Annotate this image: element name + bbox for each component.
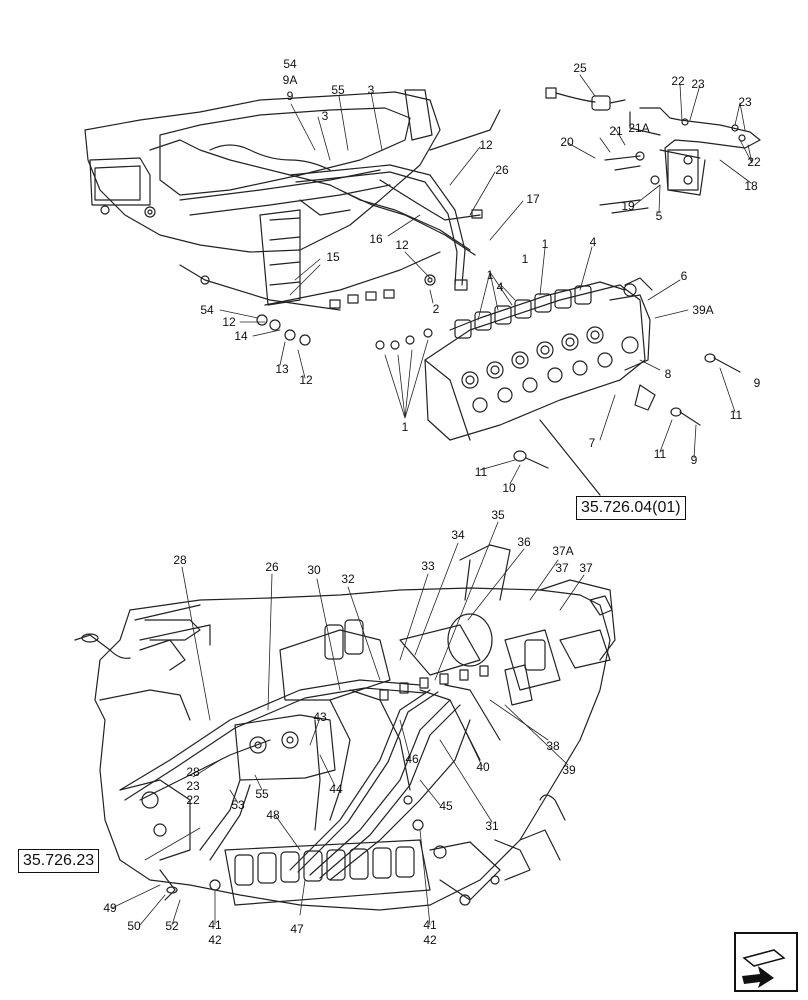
- callout-label: 11: [474, 465, 488, 479]
- callout-label: 7: [588, 436, 596, 450]
- callout-label: 9: [690, 453, 698, 467]
- next-page-button[interactable]: [734, 932, 798, 992]
- bottom-spool-bank: [159, 795, 431, 906]
- callout-label: 2: [432, 302, 440, 316]
- bolts-washers-right: [513, 353, 741, 469]
- callout-label: 23: [738, 95, 752, 109]
- callout-label: 9A: [282, 73, 298, 87]
- callout-label: 41: [208, 918, 222, 932]
- callout-label: 22: [186, 793, 200, 807]
- callout-label: 40: [476, 760, 490, 774]
- callout-label: 35: [491, 508, 505, 522]
- callout-label: 11: [729, 408, 743, 422]
- callout-label: 42: [423, 933, 437, 947]
- callout-label: 26: [265, 560, 279, 574]
- callout-label: 1: [486, 268, 494, 282]
- callout-label: 10: [502, 481, 516, 495]
- callout-label: 46: [405, 752, 419, 766]
- callout-label: 54: [200, 303, 214, 317]
- callout-label: 47: [290, 922, 304, 936]
- callout-label: 19: [621, 199, 635, 213]
- callout-label: 39: [562, 763, 576, 777]
- callout-label: 12: [299, 373, 313, 387]
- callout-label: 28: [186, 765, 200, 779]
- callout-label: 55: [255, 787, 269, 801]
- callout-label: 28: [173, 553, 187, 567]
- callout-label: 23: [186, 779, 200, 793]
- callout-label: 31: [485, 819, 499, 833]
- callout-label: 53: [231, 798, 245, 812]
- callout-label: 9: [753, 376, 761, 390]
- callout-label: 54: [283, 57, 297, 71]
- callout-label: 8: [664, 367, 672, 381]
- lower-valve-manifold: [234, 613, 561, 781]
- upper-frame-assembly: [84, 89, 441, 311]
- callout-label: 34: [451, 528, 465, 542]
- callout-label: 5: [655, 209, 663, 223]
- callout-label: 25: [573, 61, 587, 75]
- callout-label: 21: [609, 124, 623, 138]
- callout-label: 37: [579, 561, 593, 575]
- callout-label: 38: [546, 739, 560, 753]
- callout-label: 23: [691, 77, 705, 91]
- callout-label: 11: [653, 447, 667, 461]
- callout-label: 37A: [552, 544, 574, 558]
- reference-box-top[interactable]: 35.726.04(01): [576, 496, 686, 520]
- callout-label: 55: [331, 83, 345, 97]
- callout-label: 39A: [692, 303, 714, 317]
- callout-label: 20: [560, 135, 574, 149]
- leader-lines-bottom: [111, 521, 585, 926]
- fitting-row-mid: [256, 289, 433, 350]
- mounting-bracket: [599, 107, 761, 214]
- callout-label: 17: [526, 192, 540, 206]
- callout-label: 52: [165, 919, 179, 933]
- control-valve-block: [424, 277, 656, 441]
- callout-label: 22: [671, 74, 685, 88]
- sensor-harness: [545, 87, 626, 111]
- callout-label: 48: [266, 808, 280, 822]
- callout-label: 42: [208, 933, 222, 947]
- arrow-next-page-icon: [734, 932, 798, 992]
- callout-label: 3: [321, 109, 329, 123]
- callout-label: 6: [680, 269, 688, 283]
- callout-label: 49: [103, 901, 117, 915]
- callout-label: 45: [439, 799, 453, 813]
- callout-label: 12: [222, 315, 236, 329]
- callout-label: 1: [521, 252, 529, 266]
- callout-label: 22: [747, 155, 761, 169]
- callout-label: 4: [496, 280, 504, 294]
- callout-label: 43: [313, 710, 327, 724]
- callout-label: 12: [395, 238, 409, 252]
- leader-ref-top: [539, 419, 601, 496]
- callout-label: 4: [589, 235, 597, 249]
- callout-label: 12: [479, 138, 493, 152]
- callout-label: 3: [367, 83, 375, 97]
- callout-label: 14: [234, 329, 248, 343]
- lower-frame-assembly: [74, 544, 616, 911]
- callout-label: 13: [275, 362, 289, 376]
- callout-label: 26: [495, 163, 509, 177]
- callout-label: 16: [369, 232, 383, 246]
- callout-label: 1: [541, 237, 549, 251]
- callout-label: 37: [555, 561, 569, 575]
- callout-label: 18: [744, 179, 758, 193]
- top-hydraulic-tubes: [289, 109, 501, 291]
- callout-label: 33: [421, 559, 435, 573]
- callout-label: 50: [127, 919, 141, 933]
- callout-label: 15: [326, 250, 340, 264]
- callout-label: 44: [329, 782, 343, 796]
- callout-label: 41: [423, 918, 437, 932]
- callout-label: 36: [517, 535, 531, 549]
- callout-label: 9: [286, 89, 294, 103]
- callout-label: 30: [307, 563, 321, 577]
- leader-lines-top: [219, 74, 753, 485]
- callout-label: 1: [401, 420, 409, 434]
- callout-label: 21A: [628, 121, 650, 135]
- callout-label: 32: [341, 572, 355, 586]
- reference-box-left[interactable]: 35.726.23: [18, 849, 100, 873]
